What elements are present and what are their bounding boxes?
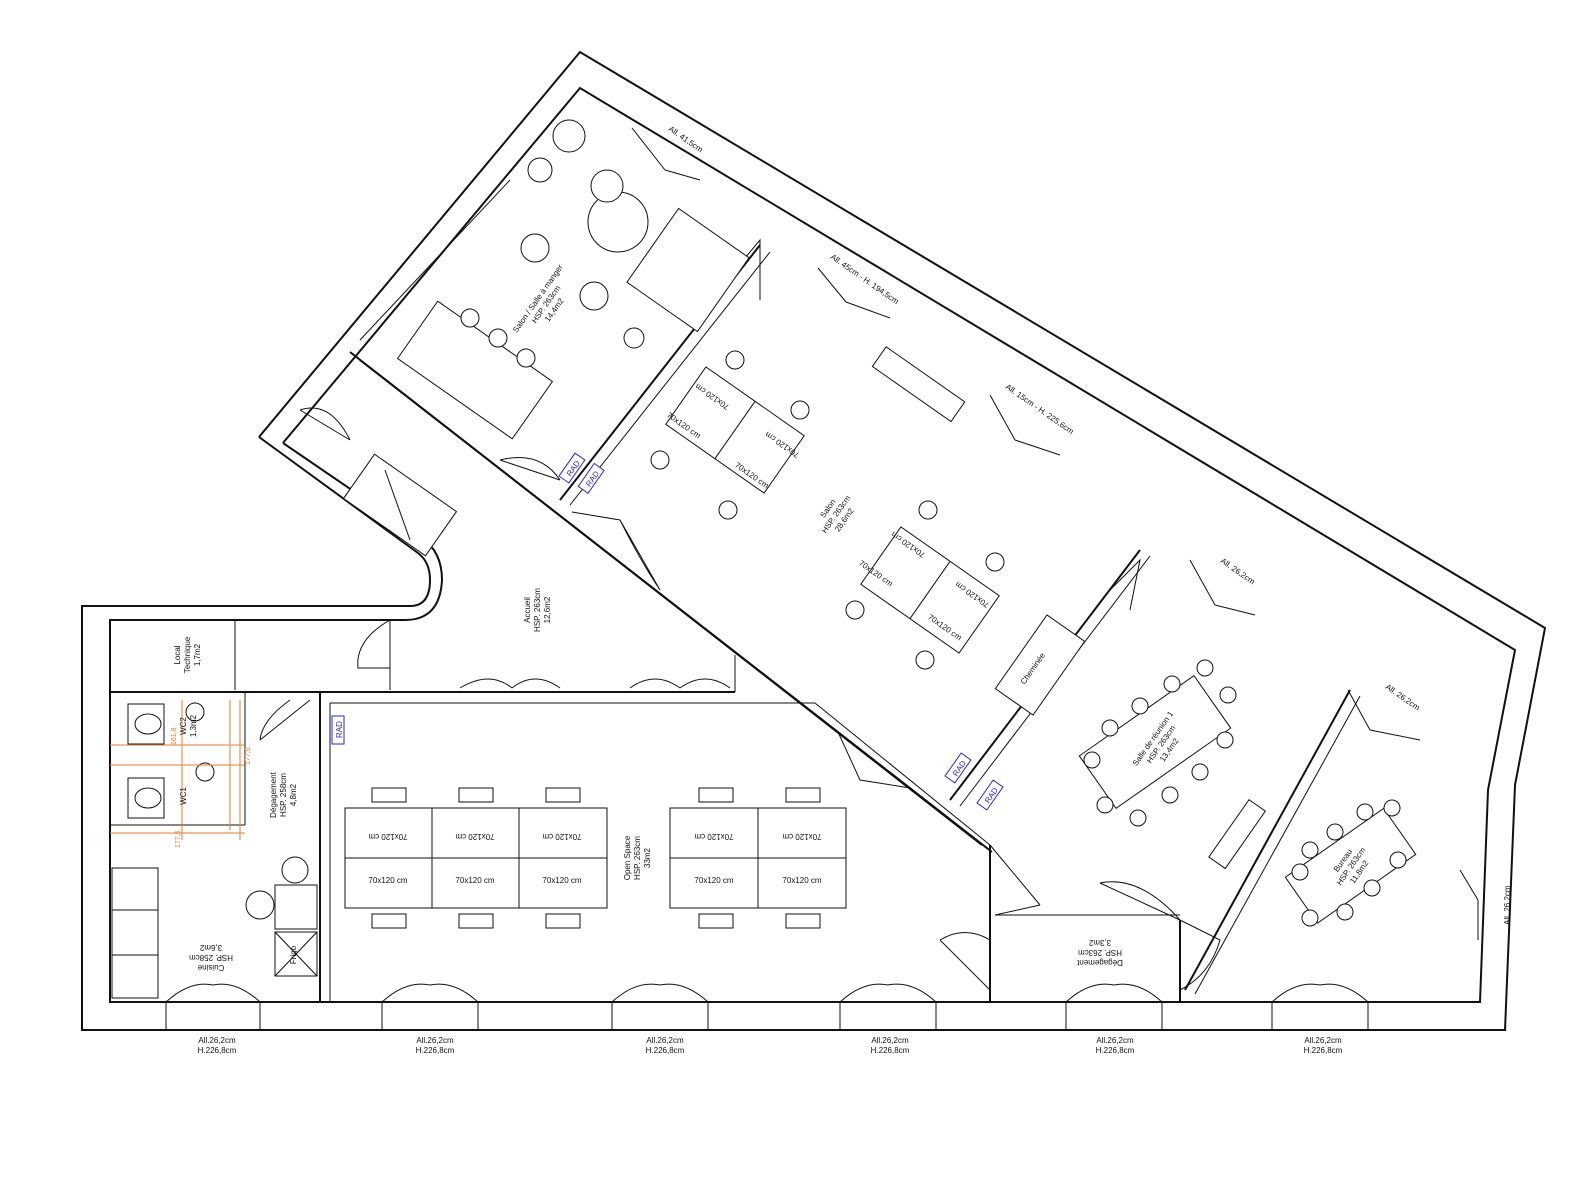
wc-dim-2: 177,5 [245,747,252,765]
desk-label: 70x120 cm [694,832,733,841]
dim-top-1: All. 41,5cm [667,124,705,154]
desk-label: 70x120 cm [782,876,821,885]
dim-top-2: All. 45cm - H. 194,5cm [829,252,901,306]
dim-bottom-h: H.226,8cm [198,1046,237,1055]
dim-bottom-all: All.26,2cm [1096,1036,1134,1045]
dim-bottom-all: All.26,2cm [871,1036,909,1045]
room-cuisine-name: Cuisine [197,963,224,972]
open-space-desks [344,787,847,929]
room-degagement-right-hsp: HSP. 263cm [1078,948,1122,957]
room-cuisine-hsp: HSP. 258cm [189,953,233,962]
room-cuisine-area: 3,6m2 [199,943,222,952]
dim-top-4: All. 26,2cm [1219,556,1257,586]
room-accueil-hsp: HSP. 263cm [533,588,542,632]
room-degagement-right-name: Dégagement [1076,958,1123,967]
dim-bottom-h: H.226,8cm [1304,1046,1343,1055]
room-degagement-left-area: 4,8m2 [289,783,298,806]
dim-top-3: All. 15cm - H. 225,6cm [1004,382,1076,436]
desk-label: 70x120 cm [368,832,407,841]
wc-dim-1: 161,8 [171,727,178,745]
salon-salle-furniture [359,119,750,440]
frigo-label: Frigo [289,945,298,964]
dim-bottom-h: H.226,8cm [1096,1046,1135,1055]
room-wc2-name: WC2 [179,717,188,735]
room-wc1-name: WC1 [179,787,188,805]
rad-label-3: RAD [335,721,344,738]
cuisine-fixtures [111,856,318,999]
room-accueil-name: Accueil [523,597,532,623]
dim-bottom-all: All.26,2cm [198,1036,236,1045]
bureau-table [1284,799,1417,927]
top-windows [631,127,1479,940]
desk-label: 70x120 cm [694,876,733,885]
desk-label: 70x120 cm [782,832,821,841]
room-degagement-left-name: Dégagement [269,771,278,818]
cheminee [994,614,1086,716]
room-accueil-area: 12,6m2 [543,596,552,623]
interior-walls [110,244,1361,1002]
dim-bottom-h: H.226,8cm [871,1046,910,1055]
radiators: RAD RAD RAD RAD RAD [331,452,1004,811]
room-open-space-area: 33m2 [643,847,652,868]
desk-label: 70x120 cm [455,876,494,885]
wc-dimensions: 161,8 177,5 177,5 [171,727,252,848]
accueil-sofa [342,453,458,557]
dim-bottom-h: H.226,8cm [646,1046,685,1055]
room-open-space-hsp: HSP. 263cm [633,836,642,880]
dim-bottom-h: H.226,8cm [416,1046,455,1055]
room-local-sub: Technique [183,636,192,673]
room-open-space-name: Open Space [623,835,632,880]
dim-top-5: All. 26,2cm [1384,682,1422,712]
room-wc2-area: 1,3m2 [189,714,198,737]
wc-dim-3: 177,5 [175,830,182,848]
room-local-area: 1,7m2 [193,643,202,666]
room-local-name: Local [173,645,182,664]
desk-label: 70x120 cm [542,832,581,841]
room-degagement-right-area: 3,3m2 [1088,938,1111,947]
reunion-table [1078,659,1237,827]
dim-bottom-all: All.26,2cm [646,1036,684,1045]
room-degagement-left-hsp: HSP. 258cm [279,773,288,817]
desk-label: 70x120 cm [542,876,581,885]
interior-doors [234,238,1221,991]
desk-label: 70x120 cm [455,832,494,841]
wc-fixtures [110,700,245,840]
dim-bottom-all: All.26,2cm [1304,1036,1342,1045]
dim-right-1: All. 26,2cm [1503,885,1512,925]
salon-desks [650,346,1005,670]
dim-bottom-all: All.26,2cm [416,1036,454,1045]
bottom-windows [165,983,1369,1031]
desk-label: 70x120 cm [368,876,407,885]
outer-walls [81,50,1547,1031]
